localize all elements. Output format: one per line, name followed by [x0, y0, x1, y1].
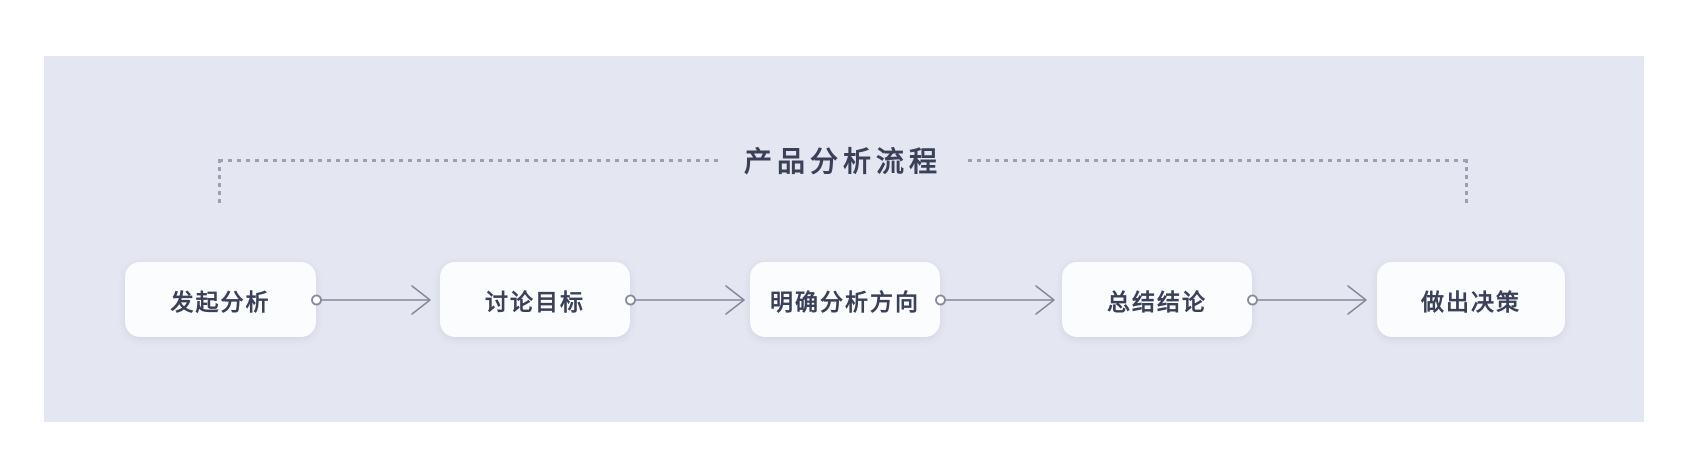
flow-node-make-decision: 做出决策	[1377, 262, 1565, 337]
title-bracket: 产品分析流程	[219, 138, 1468, 182]
flow-panel	[44, 56, 1644, 422]
connector-start-dot-icon	[625, 294, 636, 306]
flow-connector-3	[935, 285, 1055, 315]
arrow-right-icon	[411, 285, 431, 315]
connector-start-dot-icon	[1247, 294, 1258, 306]
node-label: 做出决策	[1421, 288, 1521, 315]
connector-start-dot-icon	[311, 294, 322, 306]
connector-start-dot-icon	[935, 294, 946, 306]
flow-node-clarify-direction: 明确分析方向	[750, 262, 940, 337]
bracket-left-vertical-line	[218, 159, 221, 206]
bracket-right-vertical-line	[1465, 159, 1468, 206]
node-label: 明确分析方向	[770, 288, 920, 315]
bracket-left-dotted-line	[219, 158, 718, 162]
flow-node-start-analysis: 发起分析	[125, 262, 316, 337]
flow-connector-4	[1247, 285, 1367, 315]
flow-node-summarize-conclusions: 总结结论	[1062, 262, 1252, 337]
arrow-right-icon	[725, 285, 745, 315]
flow-node-discuss-goals: 讨论目标	[440, 262, 630, 337]
flow-title: 产品分析流程	[744, 146, 943, 177]
flow-connector-1	[311, 285, 431, 315]
arrow-right-icon	[1347, 285, 1367, 315]
node-label: 讨论目标	[485, 288, 585, 315]
flow-connector-2	[625, 285, 745, 315]
bracket-right-dotted-line	[968, 158, 1468, 162]
node-label: 发起分析	[170, 288, 271, 315]
arrow-right-icon	[1035, 285, 1055, 315]
node-label: 总结结论	[1107, 288, 1207, 315]
